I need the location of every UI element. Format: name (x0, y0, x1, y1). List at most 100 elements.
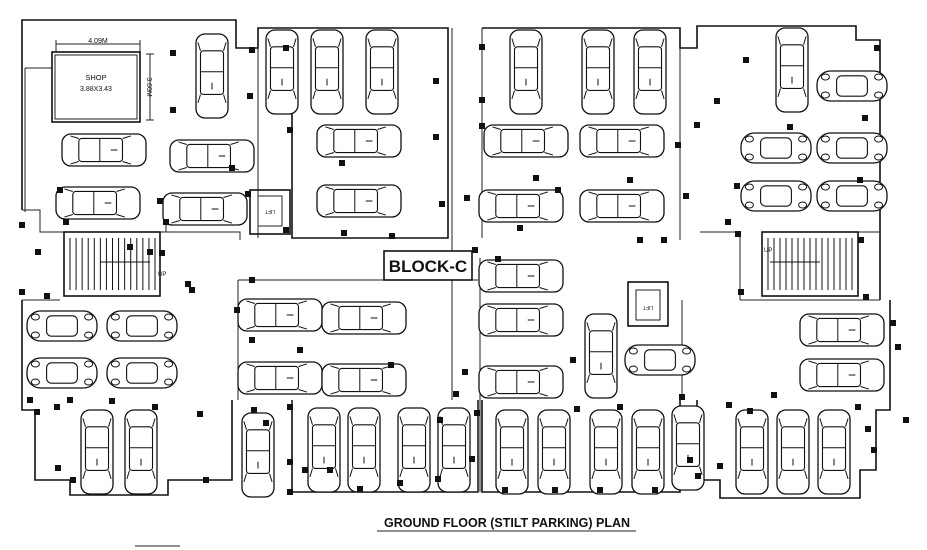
structural-column (725, 219, 731, 225)
structural-column (652, 487, 658, 493)
structural-column (44, 293, 50, 299)
structural-column (302, 467, 308, 473)
structural-column (287, 404, 293, 410)
structural-column (874, 45, 880, 51)
parked-car (55, 186, 141, 220)
structural-column (855, 404, 861, 410)
structural-column (679, 394, 685, 400)
structural-column (858, 237, 864, 243)
parked-car (740, 132, 812, 164)
structural-column (70, 477, 76, 483)
parked-car (310, 29, 344, 115)
parked-car (397, 407, 431, 493)
parked-car (307, 407, 341, 493)
structural-column (857, 177, 863, 183)
parked-car (61, 133, 147, 167)
lift-left: LIFT (249, 189, 291, 235)
parked-car (195, 33, 229, 119)
structural-column (388, 362, 394, 368)
parked-car (437, 407, 471, 493)
structural-column (249, 47, 255, 53)
parked-car (237, 298, 323, 332)
parked-car (365, 29, 399, 115)
parked-car (735, 409, 769, 495)
structural-column (502, 487, 508, 493)
structural-column (435, 476, 441, 482)
parked-car (581, 29, 615, 115)
structural-column (263, 420, 269, 426)
structural-column (570, 357, 576, 363)
structural-column (735, 231, 741, 237)
parked-car (237, 361, 323, 395)
parked-car (537, 409, 571, 495)
structural-columns (19, 44, 909, 495)
parked-car (817, 409, 851, 495)
structural-column (865, 426, 871, 432)
block-name: BLOCK-C (389, 257, 467, 276)
lift-right: LIFT (627, 281, 669, 327)
structural-column (890, 320, 896, 326)
structural-column (287, 127, 293, 133)
parked-car (624, 344, 696, 376)
structural-column (714, 98, 720, 104)
structural-column (57, 187, 63, 193)
structural-column (439, 201, 445, 207)
structural-column (433, 78, 439, 84)
parking-cars (26, 27, 888, 498)
shop-size: 3.88X3.43 (80, 86, 112, 93)
structural-column (627, 177, 633, 183)
structural-column (341, 230, 347, 236)
parked-car (26, 310, 98, 342)
structural-column (694, 122, 700, 128)
lift-label-left: LIFT (265, 208, 275, 214)
staircase-left: UP (63, 231, 166, 297)
structural-column (695, 473, 701, 479)
parked-car (106, 310, 178, 342)
structural-column (479, 123, 485, 129)
structural-column (234, 307, 240, 313)
parked-car (775, 27, 809, 113)
parked-car (589, 409, 623, 495)
structural-column (109, 398, 115, 404)
parked-car (633, 29, 667, 115)
structural-column (163, 219, 169, 225)
parked-car (816, 70, 888, 102)
structural-column (249, 277, 255, 283)
structural-column (574, 406, 580, 412)
block-label: BLOCK-C (383, 250, 473, 281)
structural-column (397, 480, 403, 486)
structural-column (464, 195, 470, 201)
structural-column (55, 465, 61, 471)
structural-column (726, 402, 732, 408)
structural-column (871, 447, 877, 453)
parked-car (776, 409, 810, 495)
parked-car (316, 124, 402, 158)
parked-car (169, 139, 255, 173)
structural-column (185, 281, 191, 287)
structural-column (287, 459, 293, 465)
structural-column (903, 417, 909, 423)
structural-column (249, 337, 255, 343)
structural-column (27, 397, 33, 403)
structural-column (229, 165, 235, 171)
structural-column (189, 287, 195, 293)
parked-car (478, 259, 564, 293)
structural-column (34, 409, 40, 415)
structural-column (597, 487, 603, 493)
structural-column (283, 45, 289, 51)
structural-column (245, 191, 251, 197)
structural-column (863, 294, 869, 300)
structural-column (433, 134, 439, 140)
structural-column (170, 107, 176, 113)
parked-car (124, 409, 158, 495)
structural-column (339, 160, 345, 166)
structural-column (687, 457, 693, 463)
parked-car (799, 313, 885, 347)
structural-column (734, 183, 740, 189)
structural-column (453, 391, 459, 397)
parked-car (584, 313, 618, 399)
structural-column (787, 124, 793, 130)
structural-column (771, 392, 777, 398)
parked-car (483, 124, 569, 158)
